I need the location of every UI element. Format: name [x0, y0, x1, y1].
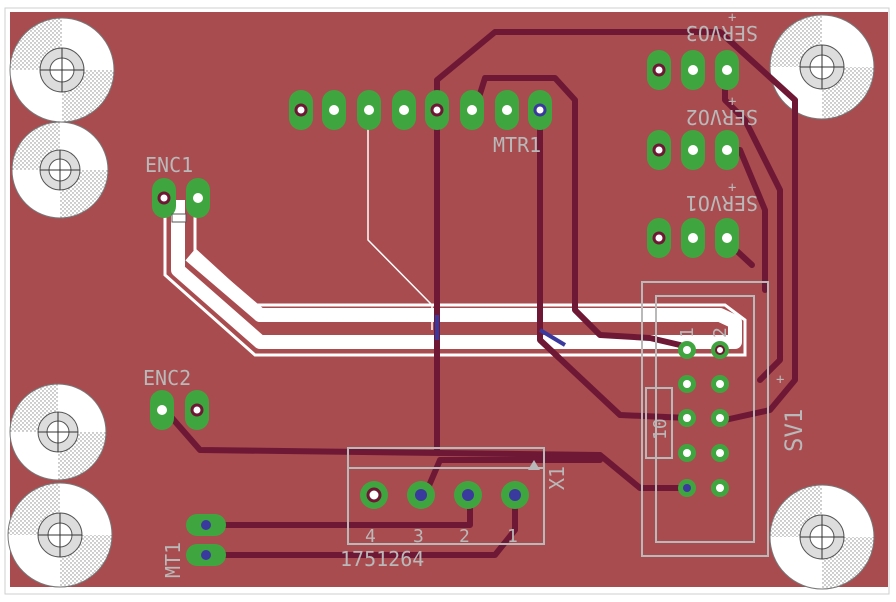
mtr1-pad — [528, 90, 552, 130]
x1-terminal-block — [347, 447, 545, 545]
servo2-plus: + — [728, 94, 736, 110]
servo3-label: SERVO3 — [686, 21, 758, 45]
mt1-connector — [186, 514, 226, 566]
mtr1-label: MTR1 — [493, 133, 541, 157]
x1-pin1-label: 1 — [507, 526, 518, 547]
servo1-plus: + — [728, 180, 736, 196]
top-layer-traces — [162, 29, 798, 558]
servo2-label: SERVO2 — [686, 105, 758, 129]
mounting-hole-top-right — [769, 14, 875, 120]
mounting-hole-bottom-right — [769, 484, 875, 590]
x1-part-number: 1751264 — [340, 547, 424, 571]
mt1-label: MT1 — [161, 542, 185, 578]
x1-label: X1 — [545, 466, 569, 490]
sv1-plus: + — [776, 372, 784, 388]
servo1-header — [647, 218, 739, 258]
servo3-header — [647, 50, 739, 90]
enc1-label: ENC1 — [145, 153, 193, 177]
mtr1-pad — [460, 90, 484, 130]
enc1-wide-trace — [171, 200, 742, 349]
sv1-pin2-label: 2 — [710, 327, 731, 338]
x1-pin2-label: 2 — [459, 526, 470, 547]
mtr1-isolation-trace — [367, 110, 433, 330]
mtr1-pad — [322, 90, 346, 130]
sv1-pin1-label: 1 — [677, 327, 698, 338]
x1-pin3-label: 3 — [413, 526, 424, 547]
servo2-header — [647, 130, 739, 170]
sv1-pin10-label: 10 — [650, 418, 671, 440]
mtr1-header — [289, 90, 552, 130]
enc2-label: ENC2 — [143, 366, 191, 390]
mtr1-pad — [392, 90, 416, 130]
x1-pin4-label: 4 — [365, 526, 376, 547]
sv1-label: SV1 — [780, 409, 808, 452]
enc2-connector — [150, 390, 209, 430]
mounting-hole-left-2 — [11, 121, 109, 219]
sv1-connector — [641, 281, 769, 557]
mtr1-pad — [289, 90, 313, 130]
mtr1-pad — [495, 90, 519, 130]
mounting-hole-left-3 — [9, 383, 107, 481]
servo3-plus: + — [728, 10, 736, 26]
mtr1-pad — [425, 90, 449, 130]
mtr1-pad — [357, 90, 381, 130]
mounting-hole-top-left — [9, 17, 115, 123]
servo1-label: SERVO1 — [686, 191, 758, 215]
enc1-connector — [152, 178, 210, 223]
board-outline — [4, 7, 890, 595]
mounting-hole-bottom-left — [7, 482, 113, 588]
